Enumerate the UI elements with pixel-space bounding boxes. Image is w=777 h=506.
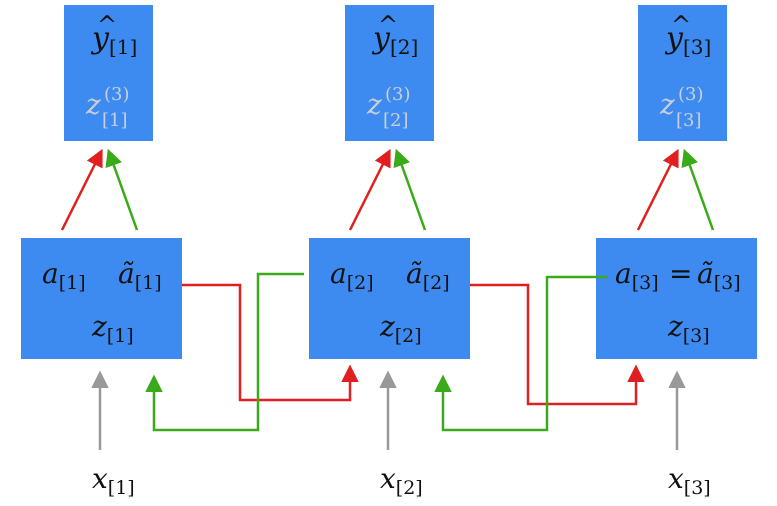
green-recurrent-3-2 [434,275,608,432]
x-label-1: x[1] [92,462,135,499]
svg-text:z: z [366,88,382,121]
z-label-3: z[3] [667,310,710,347]
a-tilde-var-2: ã [406,257,423,290]
y-hat-hat-3: ^ [671,11,691,39]
z3-var-3: z [659,88,675,121]
a-tilde-label-3: ã[3] [697,257,741,294]
output-label-2: ^ y[2] [371,11,418,59]
z3-var-1: z [85,88,101,121]
a-tilde-var-3: ã [697,257,714,290]
z3-sup-1: (3) [104,84,130,105]
x-sub-1: [1] [108,477,135,499]
a-tilde-sub-2: [2] [423,272,450,294]
z3-label-2: z (3) [2] [366,84,411,131]
z-var-3: z [667,310,683,343]
a-var-1: a [42,257,59,290]
output-box-2 [345,5,434,141]
green-arrow-up-3 [681,148,715,231]
a-label-2: a[2] [330,257,374,294]
output-box-3 [638,5,727,141]
hidden-box-2 [309,238,470,359]
z-label-2: z[2] [379,310,422,347]
red-recurrent-1-2 [182,283,359,402]
hidden-box-1 [21,238,182,359]
y-hat-var-2: y [371,21,391,56]
green-recurrent-2-1 [145,272,304,432]
a-label-1: a[1] [42,257,86,294]
z3-label-1: z (3) [1] [85,84,130,131]
y-hat-sub-1: [1] [109,35,137,59]
a-tilde-label-1: ã[1] [118,257,162,294]
a-var-2: a [330,257,347,290]
z3-sup-3: (3) [678,84,704,105]
x-var-1: x [92,462,108,495]
x-var-2: x [380,462,396,495]
output-label-1: ^ y[1] [90,11,137,59]
y-hat-sub-2: [2] [390,35,418,59]
a-var-3: a [615,257,632,290]
x-sub-3: [3] [684,477,711,499]
y-hat-sub-3: [3] [683,35,711,59]
a-tilde-var-1: ã [118,257,135,290]
red-arrow-up-2 [348,148,391,231]
a-tilde-sub-3: [3] [714,272,741,294]
z3-sub-1: [1] [102,110,128,131]
y-hat-hat-2: ^ [378,11,398,39]
red-recurrent-2-3 [470,283,645,406]
a-sub-3: [3] [632,272,659,294]
z-var-1: z [91,310,107,343]
output-box-1 [64,5,153,141]
svg-text:y[3]: y[3] [664,21,711,59]
a-sub-1: [1] [59,272,86,294]
z3-sub-3: [3] [676,110,702,131]
a-sub-2: [2] [347,272,374,294]
z3-label-3: z (3) [3] [659,84,704,131]
hidden-box-3 [596,238,757,359]
svg-text:z: z [85,88,101,121]
z-sub-2: [2] [395,325,422,347]
z-sub-3: [3] [683,325,710,347]
svg-text:y[1]: y[1] [90,21,137,59]
output-label-3: ^ y[3] [664,11,711,59]
z3-sup-2: (3) [385,84,411,105]
x-sub-2: [2] [396,477,423,499]
red-arrow-up-1 [60,148,103,231]
z-var-2: z [379,310,395,343]
z3-var-2: z [366,88,382,121]
y-hat-var-1: y [90,21,110,56]
equals-sign-3: = [669,257,692,290]
svg-text:z: z [659,88,675,121]
svg-text:y[2]: y[2] [371,21,418,59]
z-sub-1: [1] [107,325,134,347]
red-arrow-up-3 [636,148,679,231]
green-arrow-up-1 [105,148,139,231]
a-label-3: a[3] [615,257,659,294]
green-arrow-up-2 [393,148,427,231]
z3-sub-2: [2] [383,110,409,131]
y-hat-var-3: y [664,21,684,56]
a-tilde-label-2: ã[2] [406,257,450,294]
a-tilde-sub-1: [1] [135,272,162,294]
y-hat-hat-1: ^ [97,11,117,39]
z-label-1: z[1] [91,310,134,347]
x-label-2: x[2] [380,462,423,499]
x-label-3: x[3] [668,462,711,499]
x-var-3: x [668,462,684,495]
